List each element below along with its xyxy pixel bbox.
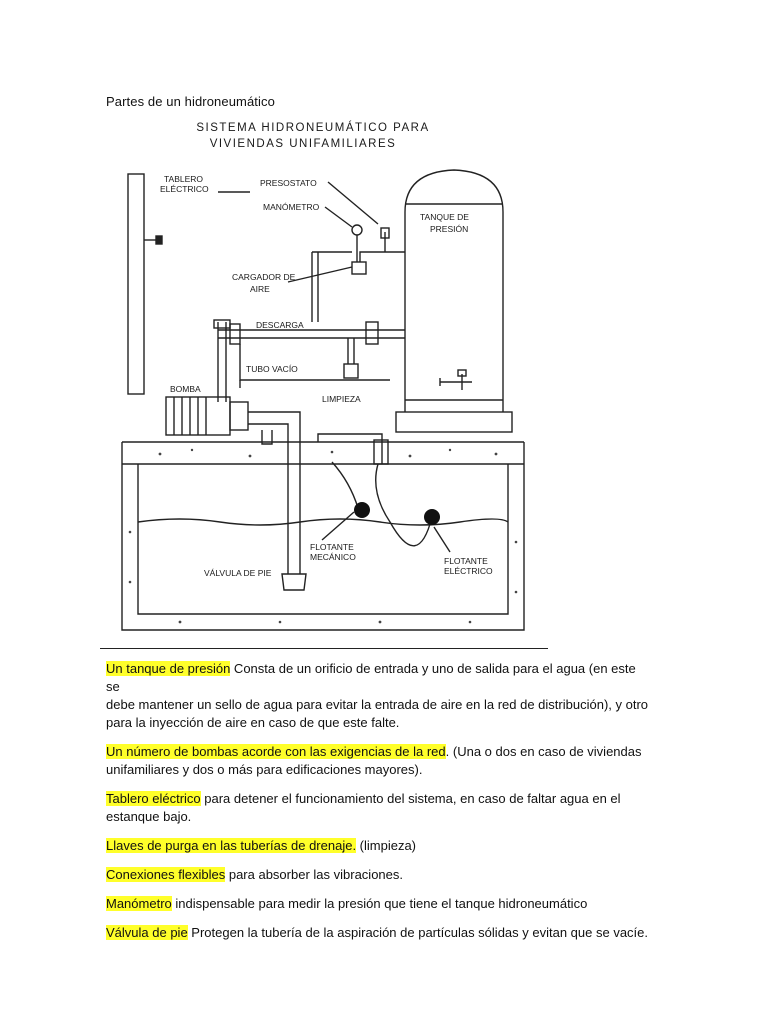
part-description: debe mantener un sello de agua para evit…	[106, 697, 649, 712]
electrical-panel-shape	[127, 173, 145, 395]
manometer-shape	[351, 224, 363, 236]
part-item: Conexiones flexibles para absorber las v…	[106, 866, 651, 884]
diagram-svg: SISTEMA HIDRONEUMÁTICO PARA VIVIENDAS UN…	[121, 121, 525, 631]
tank-base-shape	[395, 411, 513, 433]
foot-valve-shape	[281, 573, 307, 591]
label-cargador-1: CARGADOR DE	[232, 272, 296, 282]
part-term: Tablero eléctrico	[106, 791, 201, 806]
part-term: Llaves de purga en las tuberías de drena…	[106, 838, 357, 853]
part-description: Protegen la tubería de la aspiración de …	[187, 925, 649, 940]
diagram-title-line1: SISTEMA HIDRONEUMÁTICO PARA	[196, 121, 429, 134]
part-item: Tablero eléctrico para detener el funcio…	[106, 790, 651, 826]
part-description: Consta de un orificio de entrada y uno d…	[106, 661, 636, 694]
part-item: Un número de bombas acorde con las exige…	[106, 743, 651, 779]
label-flotante-mecanico-2: MECÁNICO	[310, 552, 356, 562]
part-term: Conexiones flexibles	[106, 867, 226, 882]
document-title: Partes de un hidroneumático	[106, 94, 275, 109]
label-flotante-mecanico-1: FLOTANTE	[310, 542, 354, 552]
ground-texture	[128, 448, 518, 624]
label-descarga: DESCARGA	[256, 320, 304, 330]
air-charger-shape	[351, 261, 367, 275]
label-limpieza: LIMPIEZA	[322, 394, 361, 404]
label-bomba: BOMBA	[170, 384, 201, 394]
label-presostato: PRESOSTATO	[260, 178, 317, 188]
part-item: Un tanque de presión Consta de un orific…	[106, 660, 651, 732]
label-flotante-electrico-1: FLOTANTE	[444, 556, 488, 566]
part-item: Manómetro indispensable para medir la pr…	[106, 895, 651, 913]
part-description: . (Una o dos en caso de viviendas	[445, 744, 642, 759]
part-term: Manómetro	[106, 896, 172, 911]
part-description: para detener el funcionamiento del siste…	[200, 791, 621, 806]
panel-switch-shape	[155, 235, 163, 245]
label-cargador-2: AIRE	[250, 284, 270, 294]
diagram-title-line2: VIVIENDAS UNIFAMILIARES	[210, 138, 397, 150]
mechanical-float-shape	[354, 502, 370, 518]
part-item: Válvula de pie Protegen la tubería de la…	[106, 924, 651, 942]
label-tablero-2: ELÉCTRICO	[160, 184, 209, 194]
parts-list: Un tanque de presión Consta de un orific…	[106, 660, 651, 953]
discharge-flange-shape	[229, 323, 241, 345]
electric-float-shape	[424, 509, 440, 525]
part-description: (limpieza)	[356, 838, 417, 853]
part-term: Un tanque de presión	[106, 661, 231, 676]
part-description: para absorber las vibraciones.	[225, 867, 403, 882]
label-tanque-2: PRESIÓN	[430, 224, 468, 234]
part-item: Llaves de purga en las tuberías de drena…	[106, 837, 651, 855]
pressure-tank-shape	[404, 169, 504, 412]
part-term: Válvula de pie	[106, 925, 188, 940]
part-term: Un número de bombas acorde con las exige…	[106, 744, 446, 759]
hydropneumatic-diagram: SISTEMA HIDRONEUMÁTICO PARA VIVIENDAS UN…	[100, 112, 560, 657]
part-description: estanque bajo.	[106, 809, 192, 824]
part-description: unifamiliares y dos o más para edificaci…	[106, 762, 423, 777]
label-tablero-1: TABLERO	[164, 174, 203, 184]
presostat-shape	[380, 227, 390, 239]
part-description: indispensable para medir la presión que …	[171, 896, 588, 911]
purge-valve-shape	[343, 363, 359, 379]
label-tubo-vacio: TUBO VACÍO	[246, 364, 298, 374]
divider-line	[100, 648, 548, 649]
part-description: para la inyección de aire en caso de que…	[106, 715, 400, 730]
purge-pipe-shape	[347, 338, 355, 364]
label-manometro: MANÓMETRO	[263, 202, 320, 212]
label-flotante-electrico-2: ELÉCTRICO	[444, 566, 493, 576]
label-valvula-de-pie: VÁLVULA DE PIE	[204, 568, 272, 578]
label-tanque-1: TANQUE DE	[420, 212, 469, 222]
discharge-valve-shape	[365, 321, 379, 345]
